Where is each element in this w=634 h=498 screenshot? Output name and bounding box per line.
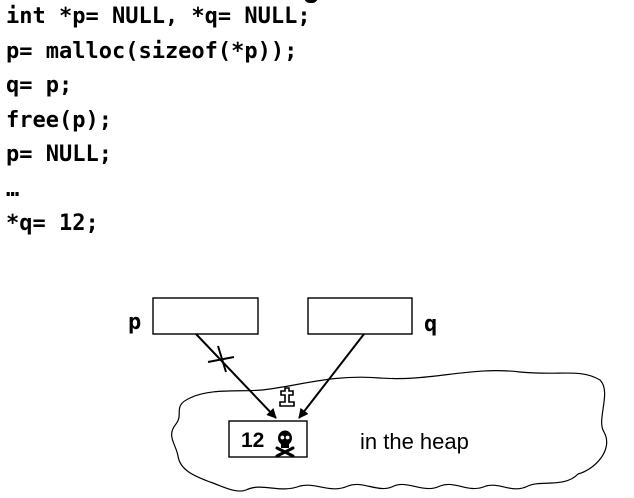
- heap-cloud: [171, 370, 608, 492]
- code-line: p= NULL;: [6, 142, 112, 167]
- cross-icon: [279, 387, 295, 407]
- strike-mark-icon: [207, 345, 235, 373]
- code-line: int *p= NULL, *q= NULL;: [6, 4, 311, 29]
- pointer-p-label: p: [128, 310, 141, 335]
- code-line: free(p);: [6, 107, 112, 133]
- code-line: …: [6, 176, 20, 202]
- code-line: *q= 12;: [6, 211, 99, 236]
- skull-crossbones-icon: [275, 430, 295, 458]
- pointer-q-box: [307, 297, 413, 335]
- heap-value: 12: [241, 429, 264, 452]
- arrow-p-to-heap: [195, 333, 277, 419]
- pointer-p-box: [152, 297, 259, 335]
- heap-cell: [228, 420, 308, 458]
- code-block: int *p= NULL, *q= NULL; p= malloc(sizeof(…: [6, 0, 311, 242]
- pointer-q-label: q: [424, 312, 437, 337]
- title-fragment: [290, 0, 330, 3]
- code-line: q= p;: [6, 73, 73, 98]
- code-line: p= malloc(sizeof(*p));: [6, 38, 298, 64]
- arrow-q-to-heap: [298, 333, 365, 419]
- heap-label: in the heap: [360, 429, 469, 454]
